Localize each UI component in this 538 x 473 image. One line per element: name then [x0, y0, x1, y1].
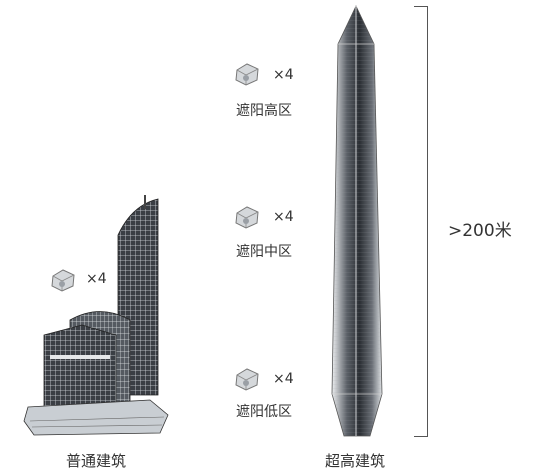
super-tall-building-image	[331, 5, 383, 437]
height-label: >200米	[448, 221, 512, 241]
zone-high-label: 遮阳高区	[236, 103, 292, 119]
normal-building-image	[23, 195, 169, 436]
zone-high-multiplier: ×4	[273, 67, 294, 83]
zone-mid-label: 遮阳中区	[236, 244, 292, 260]
shading-device-icon	[51, 269, 75, 292]
height-bracket-bottom	[414, 436, 428, 437]
shading-device-icon	[235, 63, 259, 86]
height-bracket	[427, 6, 428, 436]
height-bracket-top	[414, 6, 428, 7]
normal-building-label: 普通建筑	[66, 452, 127, 470]
normal-shading-multiplier: ×4	[86, 271, 107, 287]
zone-low-label: 遮阳低区	[236, 404, 292, 420]
super-building-label: 超高建筑	[325, 452, 386, 470]
zone-low-multiplier: ×4	[273, 371, 294, 387]
zone-mid-multiplier: ×4	[273, 209, 294, 225]
shading-device-icon	[235, 206, 259, 229]
shading-device-icon	[235, 368, 259, 391]
